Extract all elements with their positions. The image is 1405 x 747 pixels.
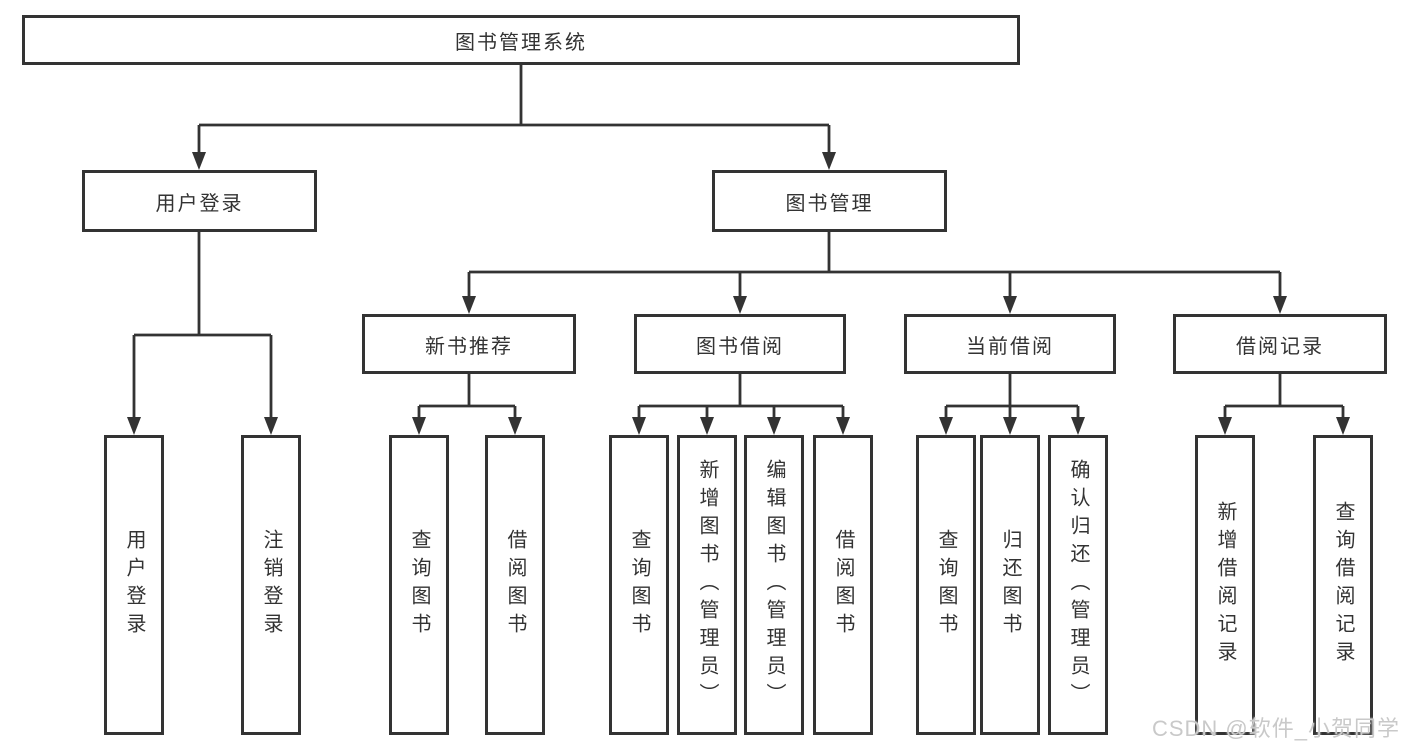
node-user-login: 用户登录	[82, 170, 317, 232]
node-book-borrow: 图书借阅	[634, 314, 846, 374]
node-label: 图书管理	[785, 192, 874, 215]
node-current-borrow: 当前借阅	[904, 314, 1116, 374]
leaf-query-books-current: 查询图书	[916, 435, 976, 735]
leaf-label: 查询借阅记录	[1332, 501, 1354, 669]
leaf-label: 查询图书	[628, 529, 650, 641]
watermark: CSDN @软件_小贺同学	[1151, 716, 1400, 741]
leaf-query-books-borrow: 查询图书	[609, 435, 669, 735]
leaf-label: 编辑图书（管理员）	[763, 459, 785, 711]
node-label: 新书推荐	[425, 335, 513, 358]
node-label: 图书借阅	[696, 335, 784, 358]
leaf-borrow-books-recommend: 借阅图书	[485, 435, 545, 735]
node-label: 当前借阅	[966, 335, 1054, 358]
node-label: 图书管理系统	[455, 31, 587, 54]
leaf-label: 查询图书	[408, 529, 430, 641]
leaf-borrow-books: 借阅图书	[813, 435, 873, 735]
leaf-logout: 注销登录	[241, 435, 301, 735]
leaf-add-book-admin: 新增图书（管理员）	[677, 435, 737, 735]
leaf-label: 用户登录	[123, 529, 145, 641]
leaf-label: 查询图书	[935, 529, 957, 641]
leaf-query-borrow-record: 查询借阅记录	[1313, 435, 1373, 735]
node-label: 用户登录	[155, 192, 244, 215]
node-label: 借阅记录	[1236, 335, 1324, 358]
leaf-confirm-return-admin: 确认归还（管理员）	[1048, 435, 1108, 735]
leaf-return-books: 归还图书	[980, 435, 1040, 735]
leaf-label: 归还图书	[999, 529, 1021, 641]
node-borrow-records: 借阅记录	[1173, 314, 1387, 374]
leaf-label: 借阅图书	[832, 529, 854, 641]
leaf-label: 新增图书（管理员）	[696, 459, 718, 711]
node-library-management-system: 图书管理系统	[22, 15, 1020, 65]
leaf-user-login: 用户登录	[104, 435, 164, 735]
leaf-label: 借阅图书	[504, 529, 526, 641]
node-book-management: 图书管理	[712, 170, 947, 232]
leaf-add-borrow-record: 新增借阅记录	[1195, 435, 1255, 735]
leaf-edit-book-admin: 编辑图书（管理员）	[744, 435, 804, 735]
leaf-query-books-recommend: 查询图书	[389, 435, 449, 735]
leaf-label: 确认归还（管理员）	[1067, 459, 1089, 711]
node-new-book-recommend: 新书推荐	[362, 314, 576, 374]
leaf-label: 新增借阅记录	[1214, 501, 1236, 669]
leaf-label: 注销登录	[260, 529, 282, 641]
